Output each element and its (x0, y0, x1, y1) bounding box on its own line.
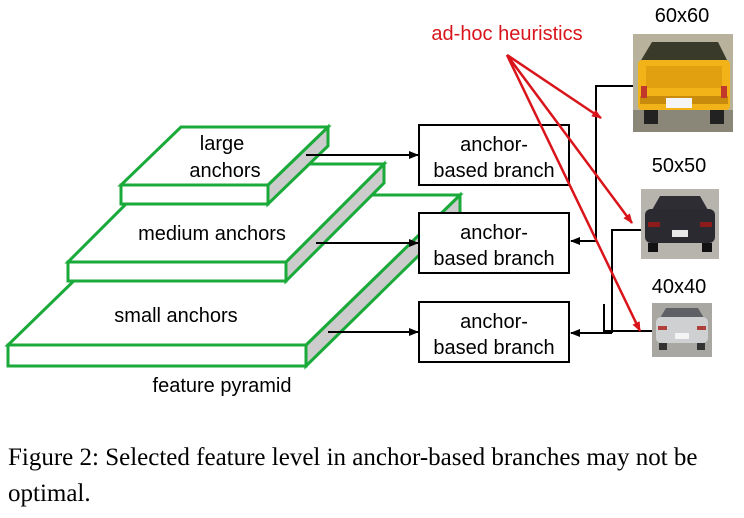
branch-box-1: anchor- based branch (418, 124, 570, 186)
size-label-40: 40x40 (652, 276, 707, 298)
branch-2-line2: based branch (433, 248, 554, 270)
figure-caption: Figure 2: Selected feature level in anch… (8, 444, 698, 507)
branch-3-line1: anchor- (460, 311, 528, 333)
pyramid-label: feature pyramid (153, 375, 292, 397)
heuristics-label: ad-hoc heuristics (431, 23, 582, 45)
diagram: small anchors medium anchors large ancho… (4, 5, 733, 397)
heuristic-arrows (505, 53, 642, 332)
silver-sedan-photo (652, 303, 712, 357)
layer-small-label: small anchors (114, 305, 237, 327)
branch-box-2: anchor- based branch (418, 212, 570, 274)
branch-box-3: anchor- based branch (418, 301, 570, 363)
branch-1-line1: anchor- (460, 134, 528, 156)
dark-sedan-photo (641, 189, 719, 259)
yellow-pickup-truck-photo (633, 34, 733, 132)
branch-1-line2: based branch (433, 160, 554, 182)
layer-medium-label: medium anchors (138, 223, 286, 245)
layer-large-anchors: large anchors (117, 123, 332, 208)
size-label-50: 50x50 (652, 155, 707, 177)
size-label-60: 60x60 (655, 5, 710, 27)
layer-large-label-1: large (200, 133, 244, 155)
branch-2-line1: anchor- (460, 222, 528, 244)
layer-large-label-2: anchors (189, 160, 260, 182)
branch-3-line2: based branch (433, 337, 554, 359)
